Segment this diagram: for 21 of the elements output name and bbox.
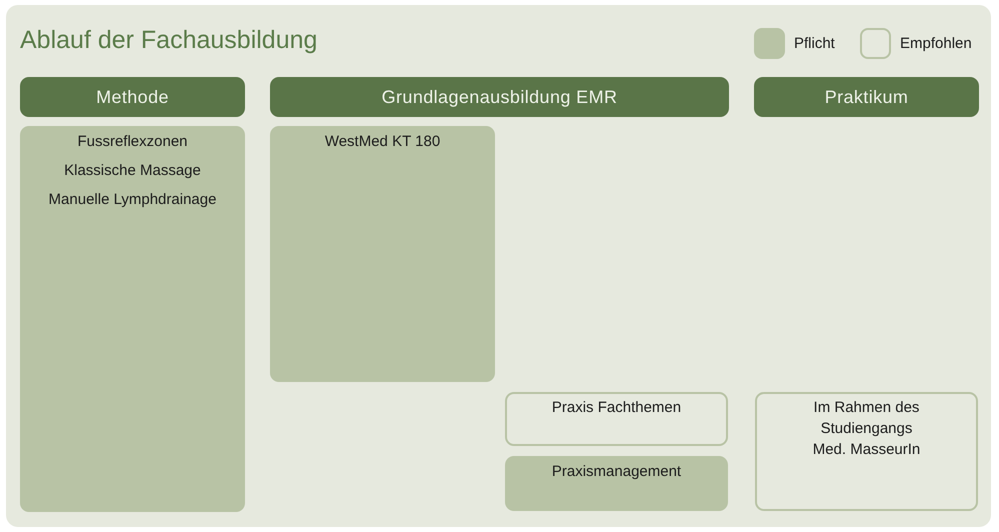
recommended-course-box bbox=[755, 392, 978, 511]
course-name: Im Rahmen des Studiengangs Med. MasseurIn bbox=[812, 398, 922, 460]
column-heading: Praktikum bbox=[824, 86, 908, 108]
course-name: Praxis Fachthemen bbox=[552, 398, 682, 418]
course-name: Fussreflexzonen bbox=[77, 132, 188, 152]
column-heading: Methode bbox=[96, 86, 169, 108]
column-heading: Grundlagenausbildung EMR bbox=[382, 86, 618, 108]
course-name: Praxismanagement bbox=[552, 462, 682, 482]
course-name: Klassische Massage bbox=[64, 161, 201, 181]
course-name: Manuelle Lymphdrainage bbox=[48, 190, 216, 210]
legend-label: Empfohlen bbox=[900, 34, 972, 54]
recommended-course-box bbox=[505, 392, 728, 446]
required-course-box bbox=[505, 456, 728, 511]
course-name: WestMed KT 180 bbox=[324, 132, 440, 152]
column-header-bar bbox=[20, 77, 245, 117]
diagram-title: Ablauf der Fachausbildung bbox=[20, 25, 318, 55]
required-course-box bbox=[20, 126, 245, 512]
column-header-bar bbox=[754, 77, 979, 117]
required-course-box bbox=[270, 126, 495, 382]
column-header-bar bbox=[270, 77, 729, 117]
legend-label: Pflicht bbox=[794, 34, 835, 54]
